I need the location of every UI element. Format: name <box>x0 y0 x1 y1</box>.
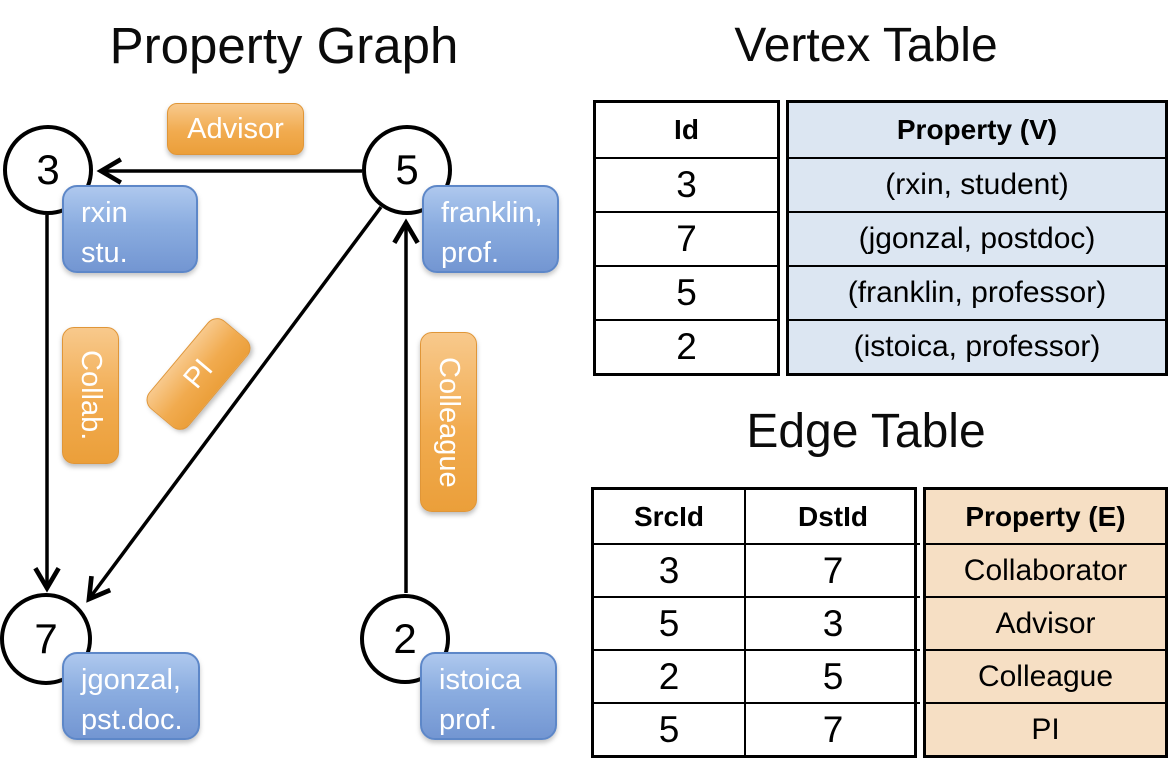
table-cell: 5 <box>594 596 744 649</box>
vertex-node-5: 5 <box>362 125 452 215</box>
edge-label-text: Colleague <box>433 356 465 488</box>
table-cell: PI <box>926 702 1165 755</box>
graph-edges-canvas <box>33 157 420 603</box>
edge-table-title: Edge Table <box>746 405 986 458</box>
table-cell: 7 <box>744 702 920 755</box>
vertex-property-line2: prof. <box>439 704 498 736</box>
vertex-node-2: 2 <box>360 594 450 684</box>
vertex-property-box-2: istoica prof. <box>420 652 557 740</box>
edge-label-text: Advisor <box>187 112 284 145</box>
vertex-property-line2: pst.doc. <box>81 704 183 736</box>
table-cell: 5 <box>596 265 777 319</box>
vertex-id: 7 <box>34 615 58 662</box>
table-cell: 3 <box>596 157 777 211</box>
vertex-table-id-column: Id 3 7 5 2 <box>593 100 780 376</box>
table-cell: 3 <box>594 543 744 596</box>
vertex-id: 3 <box>36 146 60 193</box>
vertex-table-property-column: Property (V) (rxin, student) (jgonzal, p… <box>786 100 1168 376</box>
edge-label-collab: Collab. <box>62 327 119 464</box>
table-cell: Colleague <box>926 649 1165 702</box>
vertex-table-header-id: Id <box>674 114 699 145</box>
table-cell: 2 <box>596 319 777 373</box>
table-cell: 3 <box>744 596 920 649</box>
edge-table-header-property: Property (E) <box>926 490 1165 543</box>
edge-label-colleague: Colleague <box>420 332 477 512</box>
table-cell: Advisor <box>926 596 1165 649</box>
vertex-property-line1: jgonzal, <box>81 664 181 696</box>
vertex-id: 5 <box>395 146 419 193</box>
edge-label-text: PI <box>177 352 220 395</box>
edge-label-text: Collab. <box>75 350 107 441</box>
edge-label-advisor: Advisor <box>167 103 304 155</box>
table-cell: 5 <box>594 702 744 755</box>
table-cell: (franklin, professor) <box>789 265 1165 319</box>
table-cell: (jgonzal, postdoc) <box>789 211 1165 265</box>
vertex-property-line1: rxin <box>81 197 128 229</box>
vertex-property-line1: franklin, <box>441 197 543 229</box>
edge-5-to-7-pi <box>86 205 383 603</box>
vertex-property-box-5: franklin, prof. <box>422 185 559 273</box>
vertex-table-header-property: Property (V) <box>789 103 1165 157</box>
edge-table-header-dstid: DstId <box>744 490 920 543</box>
vertex-table: Id 3 7 5 2 Property (V) (rxin, student) … <box>593 100 1168 376</box>
edge-table-id-columns: SrcId DstId 3 7 5 3 2 5 5 7 <box>591 487 920 758</box>
table-cell: 2 <box>594 649 744 702</box>
table-cell: Collaborator <box>926 543 1165 596</box>
table-cell: (istoica, professor) <box>789 319 1165 373</box>
vertex-property-line2: stu. <box>81 237 128 269</box>
edge-table: SrcId DstId 3 7 5 3 2 5 5 7 Property (E)… <box>591 487 1168 758</box>
vertex-id: 2 <box>393 615 417 662</box>
edge-table-property-column: Property (E) Collaborator Advisor Collea… <box>923 487 1168 758</box>
vertex-property-line2: prof. <box>441 237 500 269</box>
graph-panel-title: Property Graph <box>109 17 459 74</box>
table-cell: 7 <box>596 211 777 265</box>
vertex-table-title: Vertex Table <box>734 19 998 72</box>
edge-table-header-srcid: SrcId <box>633 500 705 532</box>
table-cell: 7 <box>744 543 920 596</box>
vertex-property-box-7: jgonzal, pst.doc. <box>62 652 200 740</box>
table-cell: (rxin, student) <box>789 157 1165 211</box>
vertex-property-box-3: rxin stu. <box>62 185 198 273</box>
vertex-property-line1: istoica <box>439 664 522 696</box>
table-cell: 5 <box>744 649 920 702</box>
